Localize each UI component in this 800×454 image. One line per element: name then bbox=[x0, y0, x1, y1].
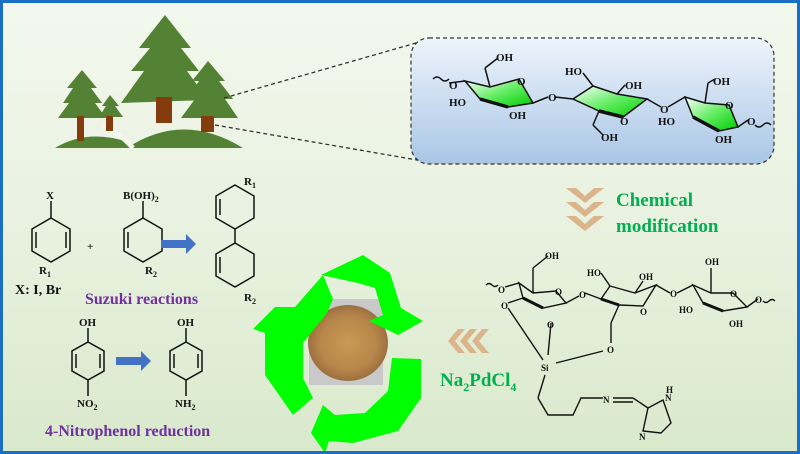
si-label: Si bbox=[541, 363, 549, 373]
oh-label: OH bbox=[177, 317, 195, 329]
n-label: N bbox=[665, 393, 672, 403]
oh-label: OH bbox=[705, 257, 719, 267]
boronic-acid-label: B(OH)2 bbox=[123, 190, 159, 204]
o-label: O bbox=[547, 320, 554, 330]
oh-label: OH bbox=[545, 251, 559, 261]
oh-label: OH bbox=[496, 52, 514, 64]
oh-label: OH bbox=[601, 132, 619, 144]
modified-cellulose-structure bbox=[485, 255, 776, 434]
diagram-canvas: OH O O HO OH O HO OH O OH O OH O HO OH O… bbox=[15, 15, 776, 451]
oh-label: OH bbox=[713, 76, 731, 88]
o-label: O bbox=[517, 76, 526, 88]
reagent-label: Na2PdCl4 bbox=[440, 370, 516, 394]
o-label: O bbox=[670, 289, 677, 299]
ho-label: HO bbox=[658, 116, 676, 128]
n-label: N bbox=[603, 395, 610, 405]
o-label: O bbox=[620, 116, 629, 128]
r2-label: R2 bbox=[244, 292, 256, 306]
h-label: H bbox=[666, 385, 673, 395]
o-label: O bbox=[730, 289, 737, 299]
recycle-icon bbox=[253, 255, 423, 451]
x-label: X bbox=[46, 190, 54, 202]
r1-label: R1 bbox=[39, 265, 51, 279]
o-label: O bbox=[449, 80, 458, 92]
oh-label: OH bbox=[79, 317, 97, 329]
chevron-left-icon bbox=[448, 329, 489, 353]
ho-label: HO bbox=[565, 66, 583, 78]
plus-sign: + bbox=[87, 241, 93, 253]
tree-icon bbox=[121, 15, 208, 123]
nitrophenol-scheme bbox=[71, 328, 203, 396]
r1-label: R1 bbox=[244, 176, 256, 190]
tree-icon bbox=[58, 70, 106, 141]
modified-cellulose-labels: OH O O O O O HO OH O O O OH O HO OH O Si… bbox=[498, 251, 762, 442]
zoom-line-bottom bbox=[214, 124, 424, 162]
arrow-right-icon bbox=[161, 234, 196, 254]
oh-label: OH bbox=[625, 80, 643, 92]
cellulose-structure bbox=[432, 57, 772, 136]
chemical-modification-label-2: modification bbox=[616, 216, 719, 237]
o-label: O bbox=[579, 290, 586, 300]
o-label: O bbox=[640, 307, 647, 317]
o-label: O bbox=[498, 285, 505, 295]
o-label: O bbox=[660, 104, 669, 116]
o-label: O bbox=[555, 287, 562, 297]
cellulose-labels: OH O O HO OH O HO OH O OH O OH O HO OH O bbox=[449, 52, 756, 146]
oh-label: OH bbox=[729, 319, 743, 329]
halide-label: X: I, Br bbox=[15, 283, 61, 298]
tree-icon bbox=[181, 61, 238, 132]
o-label: O bbox=[607, 345, 614, 355]
tree-icon bbox=[99, 95, 123, 131]
o-label: O bbox=[725, 100, 734, 112]
forest-icon bbox=[55, 15, 243, 150]
hill-right bbox=[127, 129, 243, 148]
n-label: N bbox=[639, 432, 646, 442]
o-label: O bbox=[755, 295, 762, 305]
nh2-label: NH2 bbox=[175, 398, 196, 412]
suzuki-label: Suzuki reactions bbox=[85, 291, 198, 308]
oh-label: OH bbox=[509, 110, 527, 122]
ho-label: HO bbox=[679, 305, 693, 315]
oh-label: OH bbox=[715, 134, 733, 146]
ho-label: HO bbox=[587, 268, 601, 278]
ho-label: HO bbox=[449, 97, 467, 109]
o-label: O bbox=[501, 301, 508, 311]
oh-label: OH bbox=[639, 272, 653, 282]
r2-label: R2 bbox=[145, 265, 157, 279]
suzuki-scheme bbox=[31, 184, 255, 288]
o-label: O bbox=[548, 92, 557, 104]
chevron-down-icon bbox=[566, 188, 604, 231]
o-label: O bbox=[747, 116, 756, 128]
zoom-line-top bbox=[223, 40, 424, 99]
chemical-modification-label: Chemical bbox=[616, 190, 693, 211]
no2-label: NO2 bbox=[77, 398, 98, 412]
nitrophenol-label: 4-Nitrophenol reduction bbox=[45, 423, 210, 440]
arrow-right-icon bbox=[116, 351, 151, 371]
